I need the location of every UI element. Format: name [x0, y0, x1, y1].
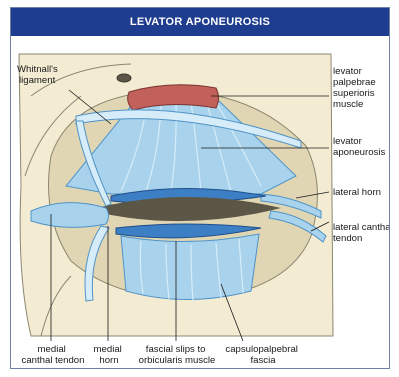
label-capsulopalpebral-fascia: capsulopalpebral fascia	[225, 344, 300, 366]
label-levator-muscle: levator palpebrae superioris muscle	[333, 66, 378, 110]
levator-illustration: Whitnall's ligament levator palpebrae su…	[11, 36, 389, 368]
label-levator-aponeurosis: levator aponeurosis	[333, 136, 385, 158]
figure-title-bar: LEVATOR APONEUROSIS	[11, 8, 389, 36]
label-lateral-canthal-tendon: lateral canthal tendon	[333, 222, 389, 244]
label-whitnalls-ligament: Whitnall's ligament	[17, 64, 60, 86]
illustration-canvas: Whitnall's ligament levator palpebrae su…	[11, 36, 389, 368]
label-medial-canthal-tendon: medial canthal tendon	[22, 344, 85, 366]
figure-title: LEVATOR APONEUROSIS	[130, 16, 270, 28]
label-lateral-horn: lateral horn	[333, 187, 381, 198]
figure-frame: LEVATOR APONEUROSIS	[10, 7, 390, 369]
label-fascial-slips: fascial slips to orbicularis muscle	[139, 344, 216, 366]
label-medial-horn: medial horn	[94, 344, 125, 366]
medial-canthal-tendon-complex	[31, 203, 109, 228]
capsulopalpebral-fascia-sheet	[121, 234, 259, 300]
supraorbital-notch	[117, 74, 131, 82]
